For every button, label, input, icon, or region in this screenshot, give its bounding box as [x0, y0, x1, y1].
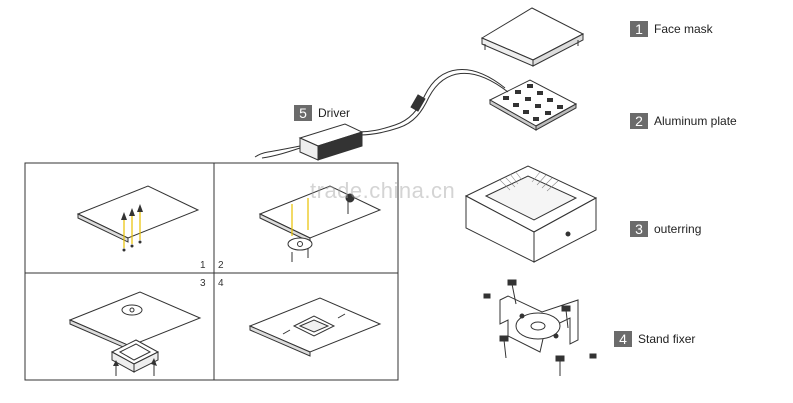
callout-outerring: 3 outerring — [630, 221, 701, 237]
watermark: trade.china.cn — [310, 178, 456, 203]
face-mask-drawing — [480, 7, 585, 67]
part-label: outerring — [654, 222, 702, 236]
part-label: Aluminum plate — [654, 114, 737, 128]
part-number-badge: 4 — [614, 331, 632, 347]
step-4-drawing — [248, 297, 382, 357]
step-number: 3 — [200, 278, 206, 289]
step-number: 4 — [218, 278, 224, 289]
part-label: Stand fixer — [638, 332, 696, 346]
step-2-drawing — [258, 185, 382, 262]
driver-drawing — [254, 123, 364, 161]
callout-face-mask: 1 Face mask — [630, 21, 713, 37]
outer-ring-drawing — [464, 165, 598, 263]
step-3-drawing — [68, 291, 202, 376]
part-label: Face mask — [654, 22, 713, 36]
step-1-drawing — [76, 185, 200, 252]
driver-cable — [357, 69, 509, 136]
callout-driver: 5 Driver — [294, 105, 350, 121]
aluminum-plate-drawing — [488, 79, 578, 131]
step-number: 2 — [218, 260, 224, 271]
part-number-badge: 2 — [630, 113, 648, 129]
part-number-badge: 5 — [294, 105, 312, 121]
part-number-badge: 1 — [630, 21, 648, 37]
callout-aluminum-plate: 2 Aluminum plate — [630, 113, 737, 129]
part-label: Driver — [318, 106, 350, 120]
part-number-badge: 3 — [630, 221, 648, 237]
stand-fixer-drawing — [483, 279, 597, 376]
callout-stand-fixer: 4 Stand fixer — [614, 331, 695, 347]
step-number: 1 — [200, 260, 206, 271]
